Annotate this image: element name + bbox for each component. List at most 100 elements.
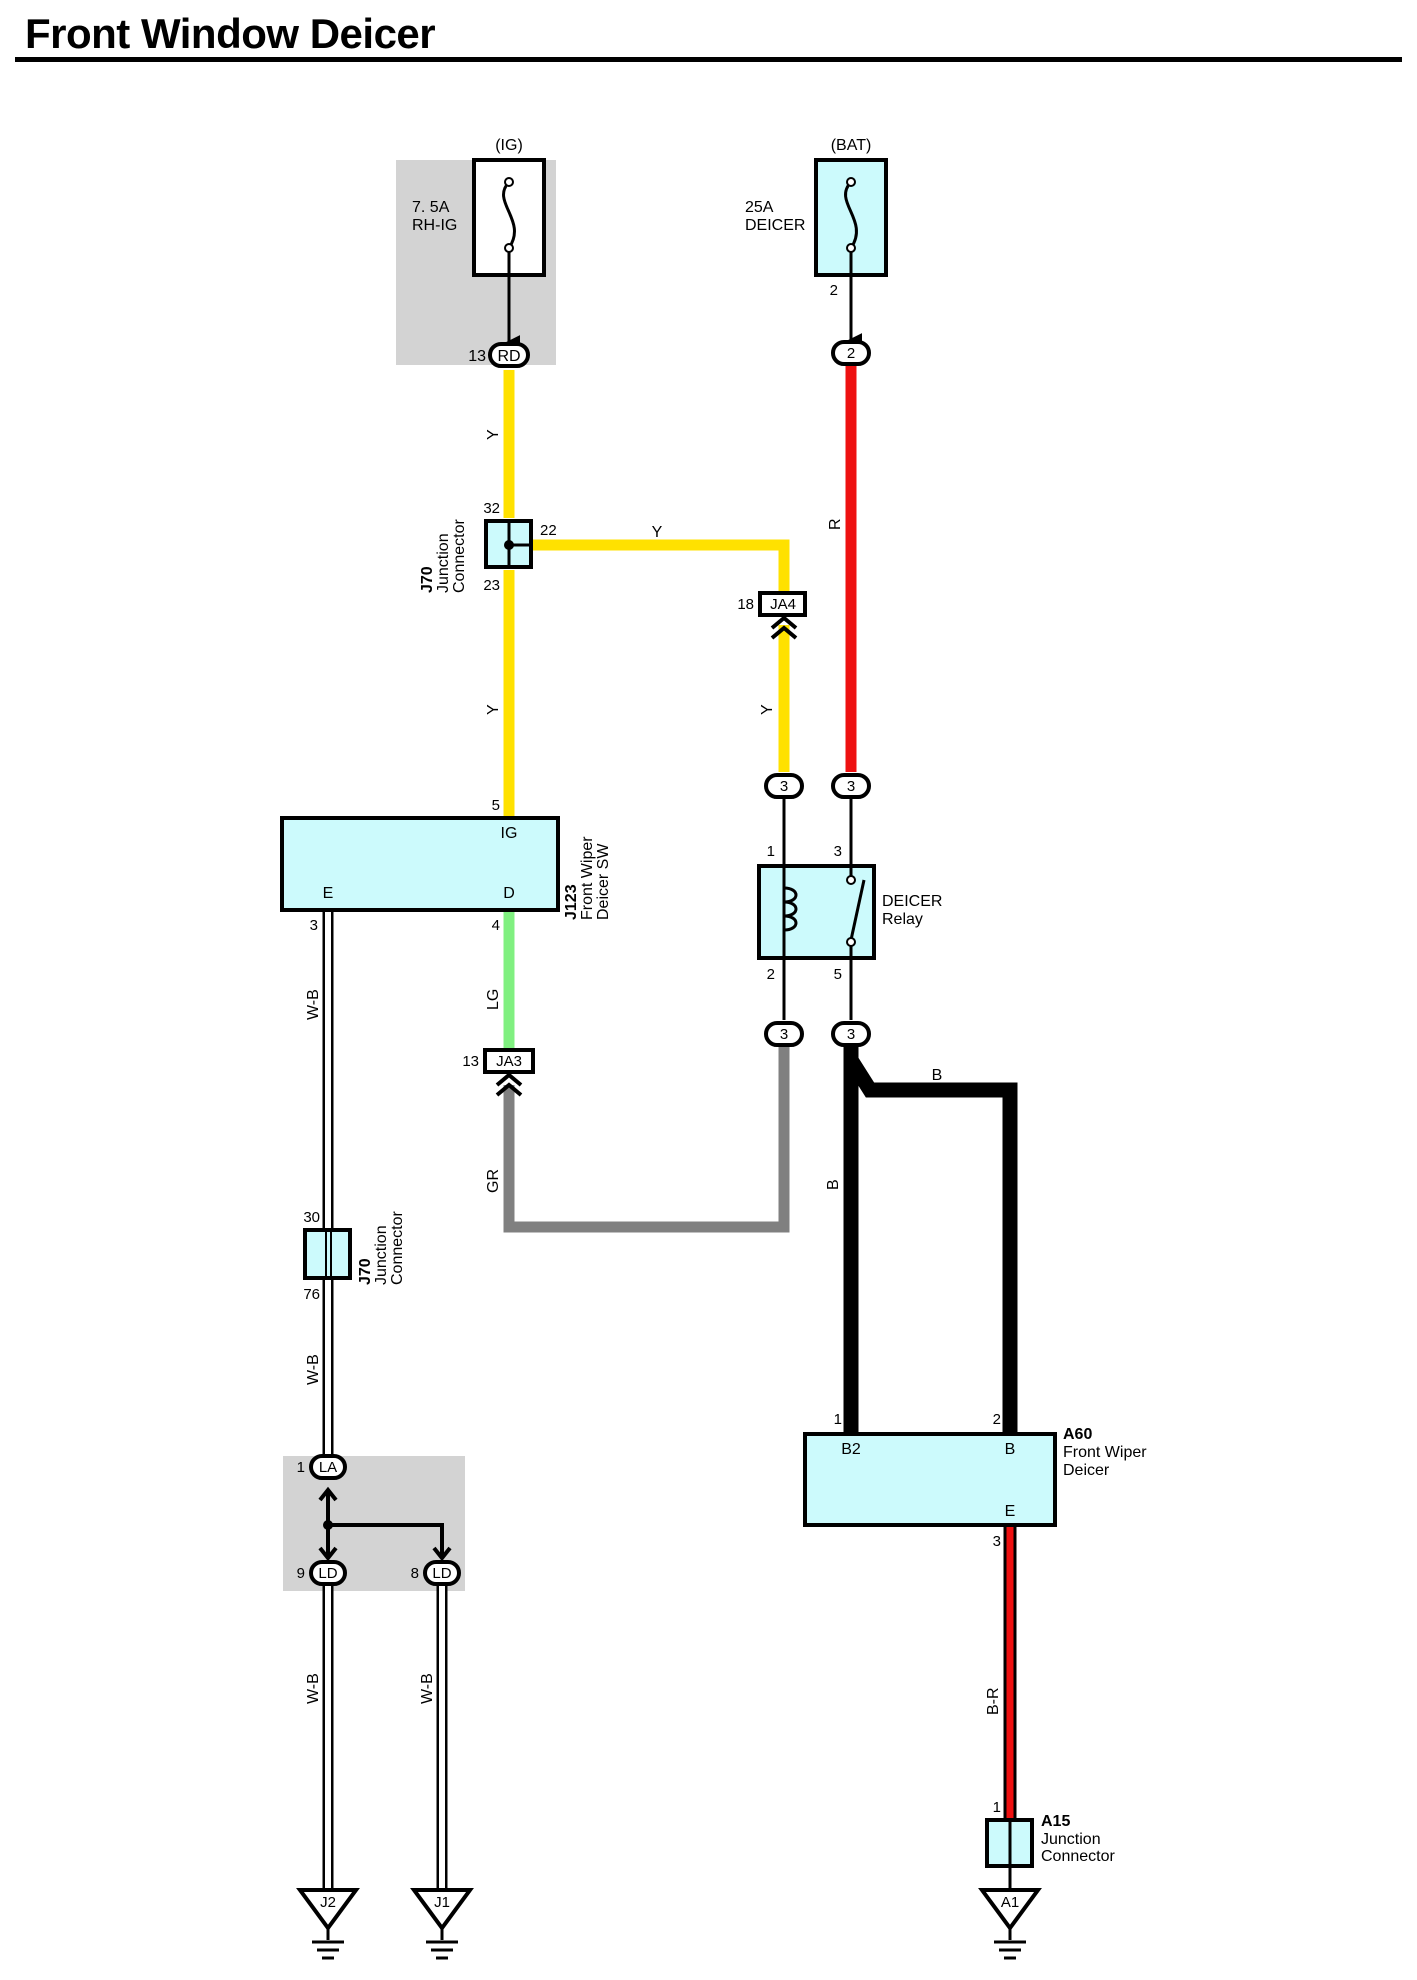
wire-label-r: R xyxy=(827,518,844,530)
connector-ja4: JA4 18 xyxy=(737,591,807,640)
j70-top-id: J70 xyxy=(419,566,436,593)
a60-terminal-b: B xyxy=(1005,1441,1016,1458)
a15-pin: 1 xyxy=(993,1799,1001,1816)
ground-j1: J1 xyxy=(410,1888,474,1960)
a60-pin-b2: 1 xyxy=(834,1411,842,1428)
ground-a1: A1 xyxy=(978,1888,1042,1960)
j123-terminal-ig: IG xyxy=(501,825,518,842)
connector-relay-out-left: 3 xyxy=(764,1021,804,1047)
wire-label-wb1: W-B xyxy=(305,989,322,1020)
a15-line2: Connector xyxy=(1041,1848,1115,1865)
connector-ld-1-label: LD xyxy=(318,1565,337,1582)
relay-pin-2: 2 xyxy=(767,966,775,983)
connector-ld-2: LD 8 xyxy=(411,1560,461,1586)
wire-b-branch xyxy=(844,1055,1018,1434)
a60-line1: Front Wiper xyxy=(1063,1444,1147,1461)
a15-line1: Junction xyxy=(1041,1831,1101,1848)
wire-label-y-branch: Y xyxy=(652,524,663,541)
wire-y-branch xyxy=(532,539,790,593)
relay-label-2: Relay xyxy=(882,911,923,928)
j70-top-pin-right: 22 xyxy=(540,522,557,539)
connector-relay-out-left-label: 3 xyxy=(780,1026,788,1043)
ig-fuse-rating: 7. 5A xyxy=(412,199,450,216)
a15-id: A15 xyxy=(1041,1813,1070,1830)
j70-top-line2: Connector xyxy=(451,519,468,593)
ground-j2-label: J2 xyxy=(320,1894,336,1911)
wire-wb-group xyxy=(322,912,448,1890)
wire-label-b-top: B xyxy=(932,1067,943,1084)
j123-id: J123 xyxy=(563,884,580,920)
wire-label-wb4: W-B xyxy=(419,1673,436,1704)
connector-rd-pin: 13 xyxy=(468,348,486,365)
connector-ld-1: LD 9 xyxy=(297,1560,347,1586)
bat-fuse-rating: 25A xyxy=(745,199,774,216)
connector-ja4-label: JA4 xyxy=(770,596,796,613)
connector-ja3: JA3 13 xyxy=(462,1048,535,1097)
j70-top-pin-top: 32 xyxy=(483,500,500,517)
j123-switch-box xyxy=(280,816,560,912)
connector-relay-out-right-label: 3 xyxy=(847,1026,855,1043)
j123-terminal-e: E xyxy=(323,885,334,902)
a15-junction xyxy=(985,1818,1034,1868)
connector-relay-in-left: 3 xyxy=(764,773,804,799)
bat-label: (BAT) xyxy=(831,137,872,154)
j123-pin-e: 3 xyxy=(310,917,318,934)
ig-fuse-name: RH-IG xyxy=(412,217,457,234)
wire-label-wb3: W-B xyxy=(305,1673,322,1704)
connector-la-pin: 1 xyxy=(297,1459,305,1476)
j70-bottom-line2: Connector xyxy=(389,1211,406,1285)
j123-line1: Front Wiper xyxy=(579,836,596,920)
connector-ja4-pin: 18 xyxy=(737,596,754,613)
j123-line2: Deicer SW xyxy=(595,843,612,920)
connector-la-label: LA xyxy=(319,1459,337,1476)
bat-fuse xyxy=(814,158,888,277)
j70-top-pin-bottom: 23 xyxy=(483,577,500,594)
connector-rd: RD 13 xyxy=(468,342,530,368)
relay-pin-5: 5 xyxy=(834,966,842,983)
wire-label-gr: GR xyxy=(485,1169,502,1193)
wire-label-wb2: W-B xyxy=(305,1354,322,1385)
wire-label-y1: Y xyxy=(485,429,502,440)
a60-pin-b: 2 xyxy=(993,1411,1001,1428)
a60-line2: Deicer xyxy=(1063,1462,1110,1479)
connector-ld-2-label: LD xyxy=(432,1565,451,1582)
a60-terminal-b2: B2 xyxy=(841,1441,861,1458)
j70-bottom-pin-bottom: 76 xyxy=(303,1286,320,1303)
connector-bat-label: 2 xyxy=(847,345,855,362)
ground-a1-label: A1 xyxy=(1001,1894,1019,1911)
relay-label-1: DEICER xyxy=(882,893,942,910)
a60-terminal-e: E xyxy=(1005,1503,1016,1520)
j70-bottom-id: J70 xyxy=(357,1258,374,1285)
a60-pin-e: 3 xyxy=(993,1533,1001,1550)
splice-internal xyxy=(318,1486,452,1562)
connector-relay-in-left-label: 3 xyxy=(780,778,788,795)
ig-fuse xyxy=(472,158,546,277)
relay-pin-3: 3 xyxy=(834,843,842,860)
connector-ld-2-pin: 8 xyxy=(411,1565,419,1582)
j70-top-line1: Junction xyxy=(435,533,452,593)
relay-pin-1: 1 xyxy=(767,843,775,860)
j70-bottom-line1: Junction xyxy=(373,1225,390,1285)
j70-bottom-pin-top: 30 xyxy=(303,1209,320,1226)
connector-relay-in-right: 3 xyxy=(831,773,871,799)
wire-label-br: B-R xyxy=(985,1687,1002,1715)
connector-bat: 2 xyxy=(831,340,871,366)
title-rule xyxy=(15,57,1402,62)
j123-pin-ig: 5 xyxy=(492,797,500,814)
wire-label-y2: Y xyxy=(485,704,502,715)
connector-ld-1-pin: 9 xyxy=(297,1565,305,1582)
connector-relay-out-right: 3 xyxy=(831,1021,871,1047)
j123-pin-d: 4 xyxy=(492,917,500,934)
a60-id: A60 xyxy=(1063,1426,1092,1443)
connector-ja3-pin: 13 xyxy=(462,1053,479,1070)
wire-label-y3: Y xyxy=(759,704,776,715)
wire-label-lg: LG xyxy=(485,989,502,1010)
wire-label-b-left: B xyxy=(825,1179,842,1190)
bat-fuse-pin: 2 xyxy=(830,282,838,299)
j70-top-junction xyxy=(484,519,533,569)
j123-terminal-d: D xyxy=(503,885,515,902)
connector-ja3-label: JA3 xyxy=(496,1053,522,1070)
bat-fuse-name: DEICER xyxy=(745,217,805,234)
a60-deicer-box xyxy=(803,1432,1057,1527)
